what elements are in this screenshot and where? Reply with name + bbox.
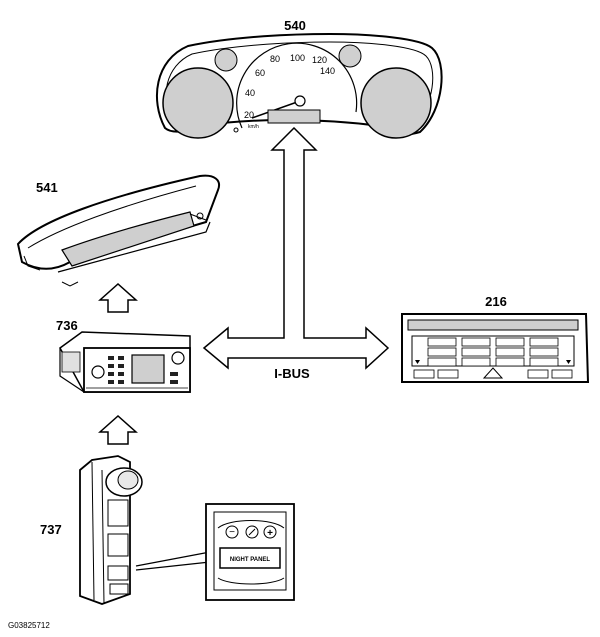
radio-left-knob xyxy=(91,365,105,379)
label-737: 737 xyxy=(40,522,62,537)
radio-right-knob xyxy=(171,351,185,365)
label-736: 736 xyxy=(56,318,78,333)
speed-tick-100: 100 xyxy=(290,53,305,63)
speed-tick-60: 60 xyxy=(255,68,265,78)
instrument-cluster: 20 40 60 80 100 120 140 km/h xyxy=(155,32,443,139)
speed-tick-80: 80 xyxy=(270,54,280,64)
night-panel-label: NIGHT PANEL xyxy=(230,557,271,563)
display-unit xyxy=(16,174,220,287)
label-216: 216 xyxy=(485,294,507,309)
arrow-up-to-541 xyxy=(98,282,138,313)
label-i-bus: I-BUS xyxy=(274,366,310,381)
i-bus-connector xyxy=(202,126,390,370)
speed-tick-20: 20 xyxy=(244,110,254,120)
hazard-icon xyxy=(482,367,504,379)
radio-screen xyxy=(131,354,165,384)
figure-code: G03825712 xyxy=(8,621,50,630)
dimmer-minus-button xyxy=(225,525,239,539)
light-switch xyxy=(79,455,143,605)
label-540: 540 xyxy=(284,18,306,33)
dimmer-minus-label: − xyxy=(229,527,235,538)
dimmer-plus-button xyxy=(263,525,277,539)
speed-unit: km/h xyxy=(248,124,259,130)
radio-unit xyxy=(59,331,191,393)
night-panel-button xyxy=(219,547,281,569)
label-541: 541 xyxy=(36,180,58,195)
dimmer-plus-label: + xyxy=(267,528,273,539)
speed-tick-120: 120 xyxy=(312,55,327,65)
speed-tick-140: 140 xyxy=(320,66,335,76)
speed-tick-40: 40 xyxy=(245,88,255,98)
night-panel-detail: − + NIGHT PANEL xyxy=(205,503,295,601)
climate-panel xyxy=(401,313,590,383)
arrow-up-to-736 xyxy=(98,414,138,445)
cluster-lcd xyxy=(267,109,321,124)
climate-display xyxy=(407,319,579,331)
